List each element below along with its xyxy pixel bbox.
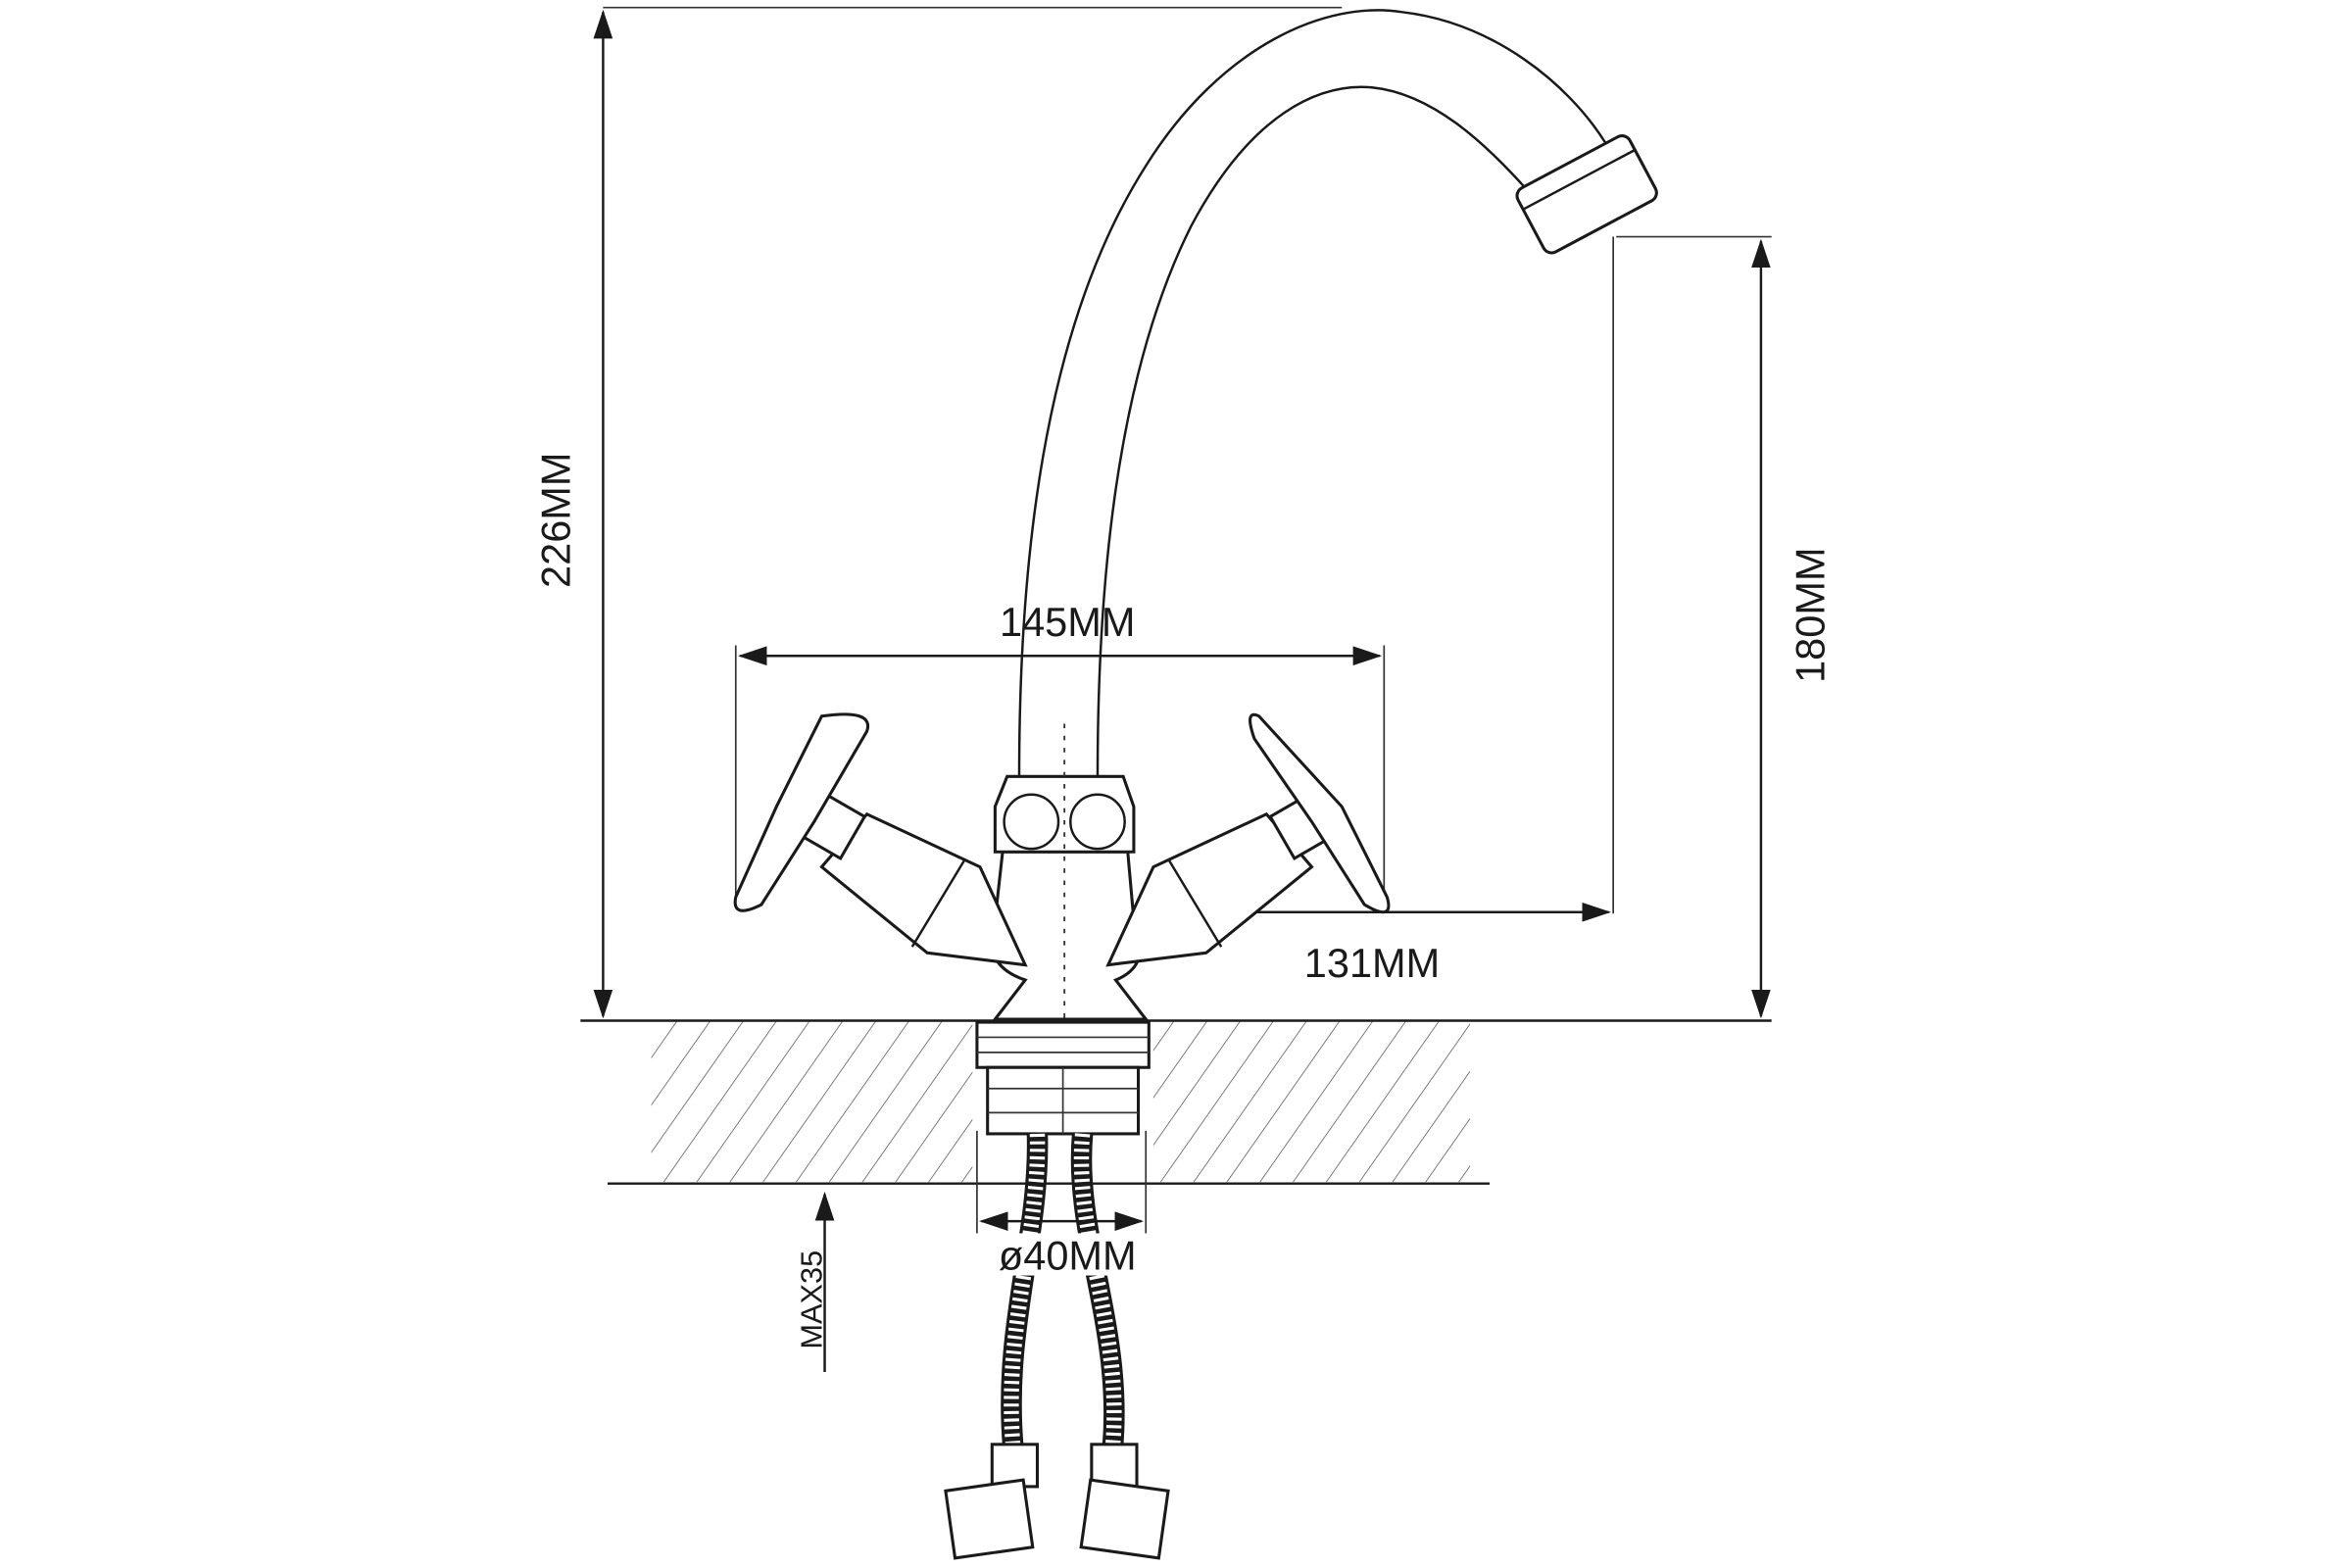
- faucet-body: [990, 723, 1150, 1021]
- spout: [1017, 9, 1658, 777]
- mount-diameter-label: ø40MM: [999, 1232, 1137, 1278]
- spout-reach-label: 131MM: [1304, 940, 1440, 986]
- supply-hoses: [944, 1132, 1170, 1560]
- countertop: [580, 1019, 1772, 1185]
- max-thickness-label: MAX35: [794, 1250, 828, 1349]
- aerator: [1515, 134, 1658, 255]
- mounting-thread: [975, 1020, 1151, 1136]
- spout-height-dimension: 180MM: [1616, 235, 1834, 1019]
- left-handle: [733, 712, 1028, 967]
- spout-height-label: 180MM: [1788, 547, 1834, 682]
- total-height-label: 226MM: [533, 453, 579, 588]
- total-height-dimension: 226MM: [533, 6, 1343, 1019]
- handle-span-label: 145MM: [1000, 599, 1135, 645]
- mount-diameter-dimension: ø40MM: [972, 1130, 1161, 1278]
- max-thickness-dimension: MAX35: [794, 1192, 835, 1372]
- right-handle: [1105, 712, 1391, 967]
